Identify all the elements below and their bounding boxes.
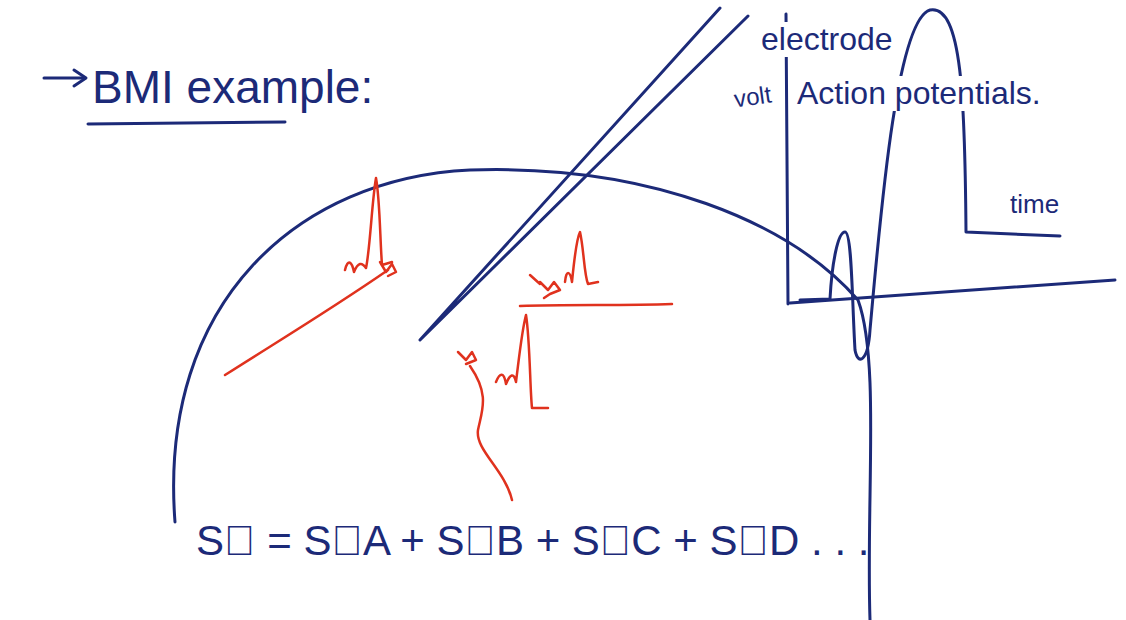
heading-text: BMI example: <box>92 62 373 113</box>
neuron-spike <box>345 178 392 272</box>
voltage-axis <box>786 14 788 304</box>
neuron-axon <box>470 366 512 500</box>
neuron-soma <box>540 282 560 298</box>
neuron-soma <box>458 352 476 364</box>
electrode <box>420 8 748 340</box>
axis-label: time <box>1010 190 1059 219</box>
heading-arrowhead <box>74 70 86 86</box>
neuron-axon <box>225 270 388 375</box>
action-potential-waveform <box>800 10 1060 359</box>
signal-sum-equation: S⃗ = S⃗A + S⃗B + S⃗C + S⃗D . . . <box>196 518 869 564</box>
waveform-label: Action potentials. <box>794 76 1044 111</box>
axis-label: volt <box>732 82 773 113</box>
neuron-dendrite <box>530 275 540 284</box>
neuron-axon <box>520 304 672 306</box>
heading-arrow <box>44 77 84 80</box>
neuron-spike <box>565 232 598 284</box>
neuron-spike <box>496 315 548 408</box>
electrode-label: electrode <box>758 22 896 57</box>
heading-underline <box>88 122 285 124</box>
time-axis <box>790 280 1115 303</box>
